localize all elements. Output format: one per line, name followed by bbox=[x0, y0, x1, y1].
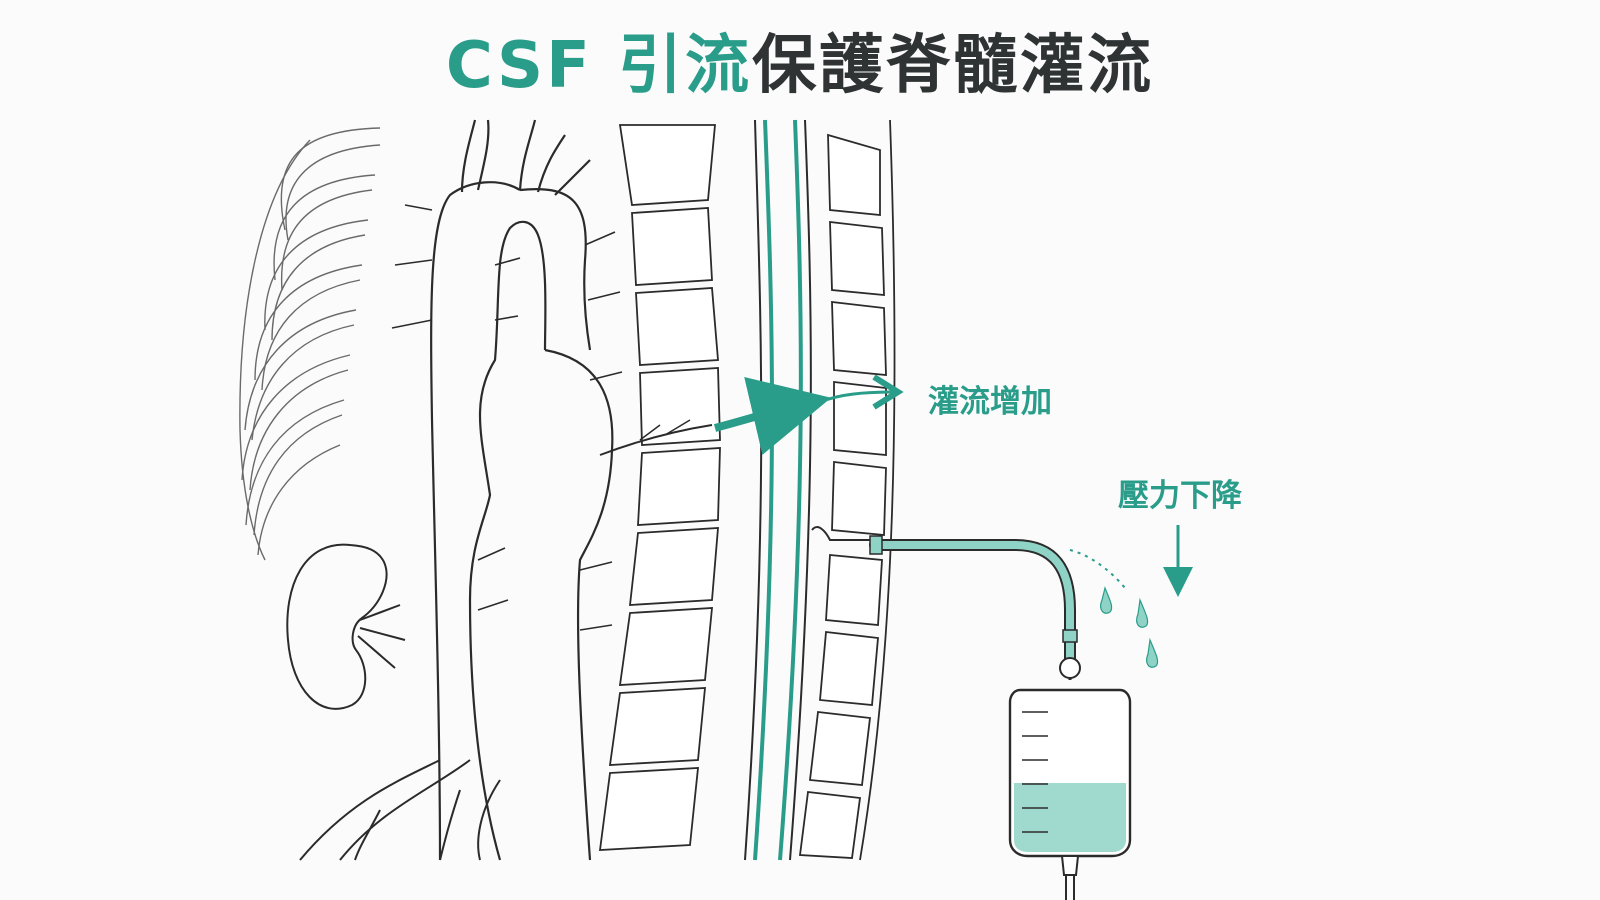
drain-bag bbox=[1008, 657, 1132, 900]
perfusion-arrow bbox=[713, 376, 832, 455]
aorta bbox=[430, 119, 614, 861]
label-pressure-decrease: 壓力下降 bbox=[1118, 478, 1242, 514]
title-main: 保護脊髓灌流 bbox=[752, 29, 1155, 103]
perfusion-increase-arrow bbox=[819, 374, 904, 410]
spinous-processes bbox=[798, 119, 896, 861]
feeding-artery bbox=[599, 424, 713, 456]
csf-drops bbox=[1069, 549, 1159, 668]
vertebral-column bbox=[598, 124, 721, 851]
label-perfusion-increase: 灌流增加 bbox=[928, 384, 1052, 420]
intercostal-arteries bbox=[391, 204, 623, 631]
drain-bag-fluid bbox=[1014, 783, 1126, 852]
rib-cage bbox=[239, 127, 381, 561]
kidney bbox=[286, 543, 406, 710]
iliac-arteries bbox=[299, 759, 501, 861]
title-accent: CSF 引流 bbox=[445, 29, 753, 103]
feeding-artery-branch bbox=[639, 419, 691, 441]
drainage-catheter bbox=[811, 526, 1078, 666]
spinal-cord bbox=[744, 119, 812, 861]
drain-bag-graduations bbox=[1022, 711, 1048, 833]
page-title: CSF 引流保護脊髓灌流 bbox=[0, 14, 1600, 106]
